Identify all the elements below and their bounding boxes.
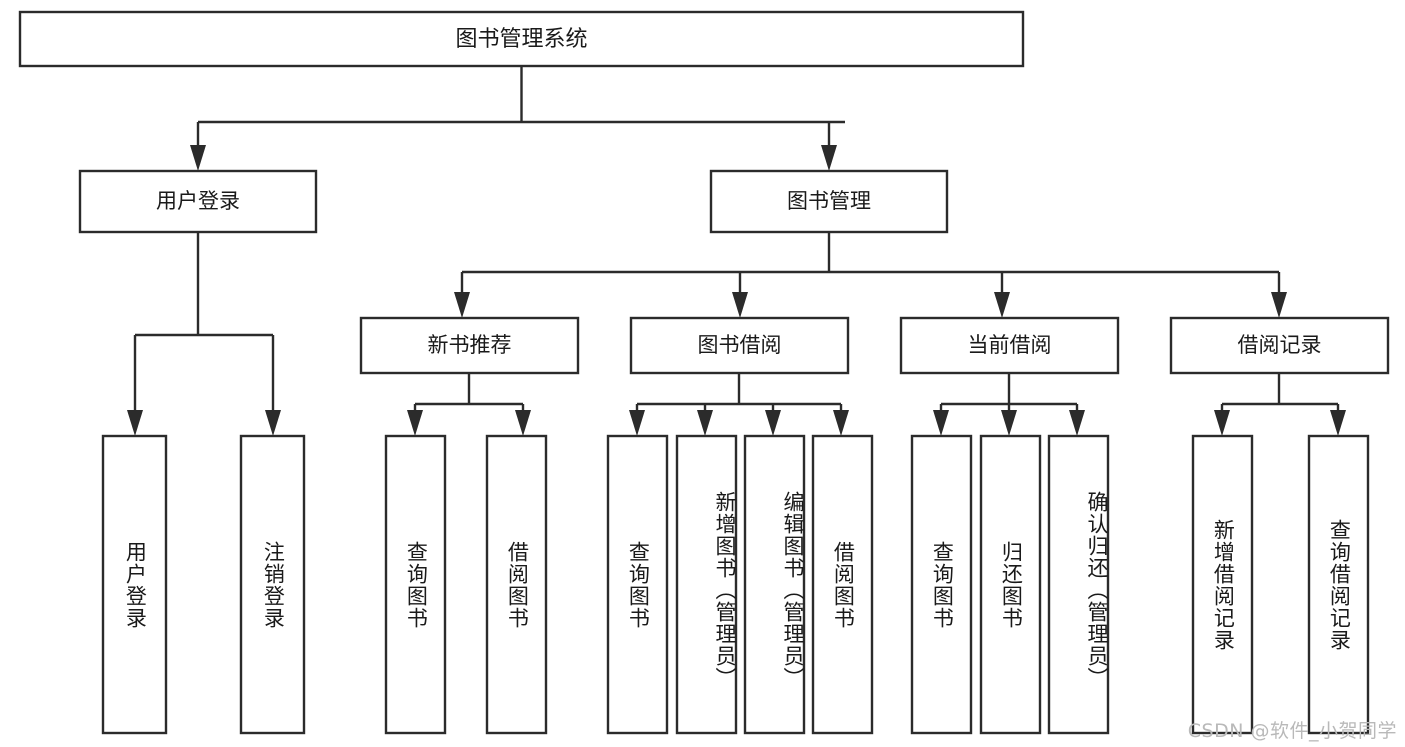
arrow-head-user-login [190, 145, 206, 171]
node-book-manage-label: 图书管理 [787, 189, 871, 213]
node-leaf-return-book-box[interactable] [979, 434, 1042, 735]
arrow-head-leaf-borrow-book-2 [833, 410, 849, 436]
node-borrow-record-box[interactable] [1169, 316, 1390, 375]
arrow-head-leaf-query-book-2 [629, 410, 645, 436]
node-leaf-confirm-return-box[interactable] [1047, 434, 1110, 735]
node-current-borrow-box[interactable] [899, 316, 1120, 375]
node-current-borrow-label: 当前借阅 [968, 333, 1052, 357]
arrow-head-leaf-confirm-return [1069, 410, 1085, 436]
connector-group-root-to-level2 [190, 66, 845, 171]
node-leaf-query-book-3-box[interactable] [910, 434, 973, 735]
node-root-box[interactable] [18, 10, 1025, 68]
node-book-borrow-label: 图书借阅 [698, 333, 782, 357]
node-book-borrow[interactable]: 图书借阅 [629, 316, 850, 375]
arrow-head-borrow-record [1271, 292, 1287, 318]
node-new-book-recommend-label: 新书推荐 [428, 333, 512, 357]
connector-group-borrowrecord-to-leaves [1214, 373, 1346, 436]
node-new-book-recommend-box[interactable] [359, 316, 580, 375]
arrow-head-new-book-recommend [454, 292, 470, 318]
arrow-head-leaf-query-record [1330, 410, 1346, 436]
node-book-borrow-box[interactable] [629, 316, 850, 375]
watermark-text: CSDN @软件_小贺同学 [1187, 720, 1397, 742]
connector-group-currentborrow-to-leaves [933, 373, 1085, 436]
node-borrow-record[interactable]: 借阅记录 [1169, 316, 1390, 375]
arrow-head-book-borrow [732, 292, 748, 318]
arrow-head-current-borrow [994, 292, 1010, 318]
connector-group-newbook-to-leaves [407, 373, 531, 436]
node-leaf-query-book-1-box[interactable] [384, 434, 447, 735]
arrow-head-leaf-edit-book [765, 410, 781, 436]
arrow-head-leaf-add-record [1214, 410, 1230, 436]
node-book-manage-box[interactable] [709, 169, 949, 234]
arrow-head-leaf-query-book-1 [407, 410, 423, 436]
node-leaf-borrow-book-1-box[interactable] [485, 434, 548, 735]
node-root[interactable]: 图书管理系统 [18, 10, 1025, 68]
arrow-head-leaf-user-logout [265, 410, 281, 436]
node-leaf-edit-book-box[interactable] [743, 434, 806, 735]
node-leaf-query-record-box[interactable] [1307, 434, 1370, 735]
node-leaf-add-record-box[interactable] [1191, 434, 1254, 735]
arrow-head-leaf-return-book [1001, 410, 1017, 436]
node-current-borrow[interactable]: 当前借阅 [899, 316, 1120, 375]
arrow-head-book-manage [821, 145, 837, 171]
node-user-login-label: 用户登录 [156, 189, 240, 213]
node-borrow-record-label: 借阅记录 [1238, 333, 1322, 357]
connector-group-bookmanage-to-level3 [454, 232, 1287, 318]
connector-group-userlogin-to-leaves [127, 232, 281, 436]
node-user-login[interactable]: 用户登录 [78, 169, 318, 234]
node-book-manage[interactable]: 图书管理 [709, 169, 949, 234]
node-leaf-borrow-book-2-box[interactable] [811, 434, 874, 735]
arrow-head-leaf-user-login [127, 410, 143, 436]
node-leaf-user-logout-box[interactable] [239, 434, 306, 735]
arrow-head-leaf-borrow-book-1 [515, 410, 531, 436]
node-leaf-user-login-box[interactable] [101, 434, 168, 735]
connector-group-bookborrow-to-leaves [629, 373, 849, 436]
arrow-head-leaf-add-book [697, 410, 713, 436]
node-leaf-query-book-2-box[interactable] [606, 434, 669, 735]
arrow-head-leaf-query-book-3 [933, 410, 949, 436]
node-leaf-add-book-box[interactable] [675, 434, 738, 735]
node-root-label: 图书管理系统 [455, 27, 587, 52]
node-new-book-recommend[interactable]: 新书推荐 [359, 316, 580, 375]
node-user-login-box[interactable] [78, 169, 318, 234]
